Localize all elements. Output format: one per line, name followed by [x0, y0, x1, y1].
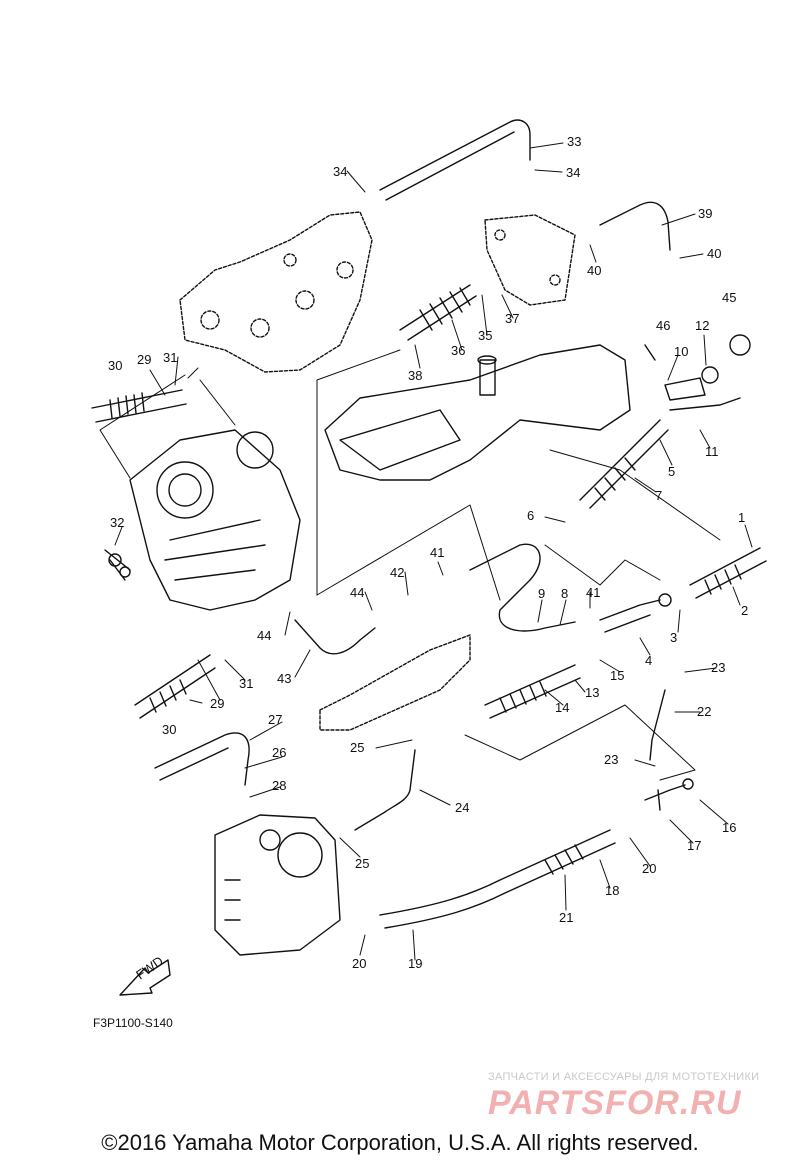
callout-14: 14: [555, 700, 569, 715]
hose-43: [294, 619, 376, 655]
callout-34-right: 34: [566, 165, 580, 180]
clip-32: [104, 549, 131, 581]
callout-labels: 1 2 3 4 5 6 7 8 9 10 11 12 13 14 15 16 1…: [108, 134, 748, 982]
fwd-arrow: [119, 959, 171, 996]
fwd-label: FWD: [133, 953, 166, 982]
exhaust-manifold: [179, 211, 373, 373]
callout-31-upper: 31: [163, 350, 177, 365]
callout-32: 32: [110, 515, 124, 530]
callout-18: 18: [605, 883, 619, 898]
exhaust-body: [324, 344, 631, 481]
copyright-notice: ©2016 Yamaha Motor Corporation, U.S.A. A…: [101, 1130, 699, 1155]
hose-22: [649, 689, 666, 761]
callout-4: 4: [645, 653, 652, 668]
callout-39: 39: [698, 206, 712, 221]
callout-24: 24: [455, 800, 469, 815]
callout-29-upper: 29: [137, 352, 151, 367]
callout-46: 46: [656, 318, 670, 333]
callout-36: 36: [451, 343, 465, 358]
callout-35: 35: [478, 328, 492, 343]
callout-30-upper: 30: [108, 358, 122, 373]
hose-18-19-21: [379, 829, 616, 929]
hose-39: [599, 201, 671, 251]
callout-9: 9: [538, 586, 545, 601]
callout-6: 6: [527, 508, 534, 523]
hose-29-30-upper: [91, 389, 187, 423]
callout-43: 43: [277, 671, 291, 686]
callout-44-left: 44: [257, 628, 271, 643]
callout-15: 15: [610, 668, 624, 683]
callout-34-left: 34: [333, 164, 347, 179]
joint-4: [599, 593, 672, 633]
callout-7: 7: [655, 488, 662, 503]
diagram-code: F3P1100-S140: [93, 1016, 173, 1030]
hose-13-14: [484, 664, 581, 719]
lower-module: [214, 814, 341, 956]
callout-42: 42: [390, 565, 404, 580]
hose-1-2: [689, 547, 767, 599]
watermark-logo: PARTSFOR.RU: [488, 1084, 742, 1122]
callout-33: 33: [567, 134, 581, 149]
group-lines: [99, 349, 721, 781]
hose-9: [469, 543, 576, 632]
gasket-plate: [319, 634, 471, 731]
callout-37: 37: [505, 311, 519, 326]
joint-17: [644, 778, 694, 811]
callout-40-left: 40: [587, 263, 601, 278]
callout-31-lower: 31: [239, 676, 253, 691]
callout-25-upper: 25: [350, 740, 364, 755]
callout-13: 13: [585, 685, 599, 700]
callout-29-lower: 29: [210, 696, 224, 711]
supercharger: [129, 429, 301, 611]
callout-1: 1: [738, 510, 745, 525]
callout-38: 38: [408, 368, 422, 383]
hose-29-30-lower: [134, 654, 216, 719]
callout-30-lower: 30: [162, 722, 176, 737]
hose-5-7: [579, 419, 669, 509]
callout-23-lower: 23: [604, 752, 618, 767]
bracket-10-11: [644, 334, 751, 411]
hose-35-36: [399, 284, 477, 341]
callout-10: 10: [674, 344, 688, 359]
callout-2: 2: [741, 603, 748, 618]
callout-44-right: 44: [350, 585, 364, 600]
callout-26: 26: [272, 745, 286, 760]
callout-23-upper: 23: [711, 660, 725, 675]
hose-26-27: [154, 732, 250, 786]
callout-22: 22: [697, 704, 711, 719]
callout-11: 11: [705, 444, 719, 459]
callout-12: 12: [695, 318, 709, 333]
hose-33-inner: [385, 131, 515, 201]
callout-40-right: 40: [707, 246, 721, 261]
callout-25-lower: 25: [355, 856, 369, 871]
callout-16: 16: [722, 820, 736, 835]
callout-3: 3: [670, 630, 677, 645]
callout-8: 8: [561, 586, 568, 601]
callout-19: 19: [408, 956, 422, 971]
leader-lines: [114, 142, 753, 961]
upper-bracket: [484, 214, 576, 306]
callout-17: 17: [687, 838, 701, 853]
watermark-tagline: ЗАПЧАСТИ И АКСЕССУАРЫ ДЛЯ МОТОТЕХНИКИ: [488, 1071, 760, 1083]
callout-20-left: 20: [352, 956, 366, 971]
callout-5: 5: [668, 464, 675, 479]
callout-28: 28: [272, 778, 286, 793]
callout-27: 27: [268, 712, 282, 727]
callout-21: 21: [559, 910, 573, 925]
callout-45: 45: [722, 290, 736, 305]
hose-33: [379, 119, 531, 191]
callout-41-left: 41: [430, 545, 444, 560]
callout-41-right: 41: [586, 585, 600, 600]
hose-24: [354, 749, 416, 831]
callout-20-right: 20: [642, 861, 656, 876]
